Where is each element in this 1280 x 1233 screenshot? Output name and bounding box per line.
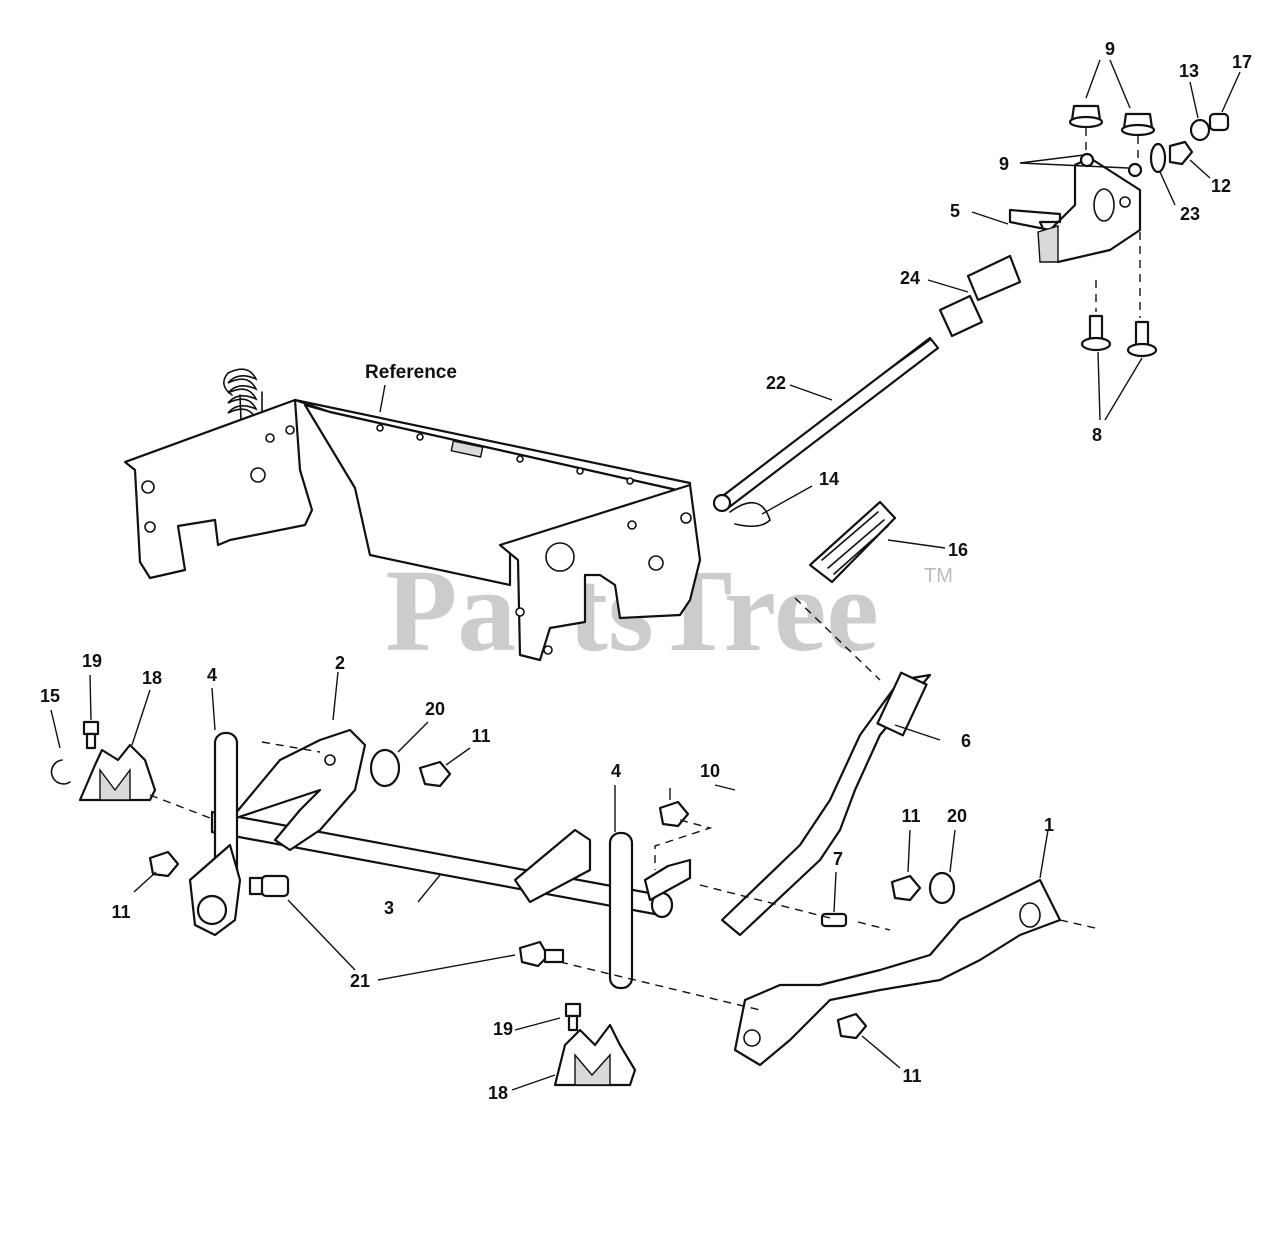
reference-frame <box>123 368 702 662</box>
trademark: TM <box>924 565 953 587</box>
flat-washer <box>928 871 956 905</box>
cam-plate <box>188 843 242 937</box>
pedal-rod <box>712 336 940 513</box>
callout-labels: Reference 1 2 3 4 4 5 6 7 8 9 9 10 11 11… <box>40 39 1252 1103</box>
callout-9: 9 <box>1105 39 1115 59</box>
spacer <box>1208 112 1230 132</box>
flat-washer <box>369 748 401 788</box>
shoulder-bolt <box>248 874 290 898</box>
callout-9b: 9 <box>999 154 1009 174</box>
callout-6: 6 <box>961 731 971 751</box>
callout-11b: 11 <box>111 902 130 922</box>
callout-12: 12 <box>1211 176 1231 196</box>
rivet <box>1127 162 1143 178</box>
bearing-block <box>553 1023 637 1087</box>
washer <box>1149 142 1167 174</box>
bolt <box>82 720 100 750</box>
callout-5: 5 <box>950 201 960 221</box>
callout-19b: 19 <box>493 1019 513 1039</box>
callout-20a: 20 <box>425 699 445 719</box>
callout-8: 8 <box>1092 425 1102 445</box>
bolt <box>564 1002 582 1032</box>
callout-11c: 11 <box>901 806 920 826</box>
shaft-plate <box>643 858 692 902</box>
strap <box>608 831 634 990</box>
bushing <box>938 254 1022 338</box>
upper-link <box>228 728 367 852</box>
e-clip <box>50 759 71 785</box>
hex-nut <box>658 800 690 828</box>
shaft-plate <box>513 828 592 904</box>
lift-arm <box>733 878 1062 1067</box>
lock-nut <box>1189 118 1211 142</box>
cross-shaft <box>210 810 674 919</box>
callout-24: 24 <box>900 268 920 288</box>
callout-19a: 19 <box>82 651 102 671</box>
hairpin-clip <box>729 502 771 528</box>
lift-lever <box>720 671 932 937</box>
callout-4b: 4 <box>611 761 621 781</box>
callout-21: 21 <box>350 971 370 991</box>
flange-nut <box>1120 112 1156 137</box>
leader-lines <box>50 59 1241 1091</box>
callout-7: 7 <box>833 849 843 869</box>
pedal-bracket <box>1008 156 1142 264</box>
flange-nut <box>418 760 452 788</box>
callout-4: 4 <box>207 665 217 685</box>
callout-20b: 20 <box>947 806 967 826</box>
callout-1: 1 <box>1044 815 1054 835</box>
flange-nut <box>890 874 922 902</box>
callout-13: 13 <box>1179 61 1199 81</box>
pedal-pad <box>808 500 897 584</box>
callout-reference: Reference <box>365 362 457 383</box>
callout-18a: 18 <box>142 668 162 688</box>
hex-nut <box>1168 140 1194 166</box>
shoulder-bolt <box>518 940 565 968</box>
callout-15: 15 <box>40 686 60 706</box>
callout-3: 3 <box>384 898 394 918</box>
callout-2: 2 <box>335 653 345 673</box>
callout-11d: 11 <box>902 1066 921 1086</box>
callout-22: 22 <box>766 373 786 393</box>
flange-nut <box>836 1012 868 1040</box>
flange-nut <box>1068 104 1104 129</box>
carriage-bolt <box>1080 314 1112 352</box>
callout-23: 23 <box>1180 204 1200 224</box>
callout-10: 10 <box>700 761 720 781</box>
callout-17: 17 <box>1232 52 1252 72</box>
carriage-bolt <box>1126 320 1158 358</box>
flange-nut <box>148 850 180 878</box>
callout-16: 16 <box>948 540 968 560</box>
callout-14: 14 <box>819 469 839 489</box>
hex-bolt <box>820 912 848 928</box>
callout-18b: 18 <box>488 1083 508 1103</box>
bearing-block <box>78 743 157 802</box>
callout-11a: 11 <box>471 726 490 746</box>
